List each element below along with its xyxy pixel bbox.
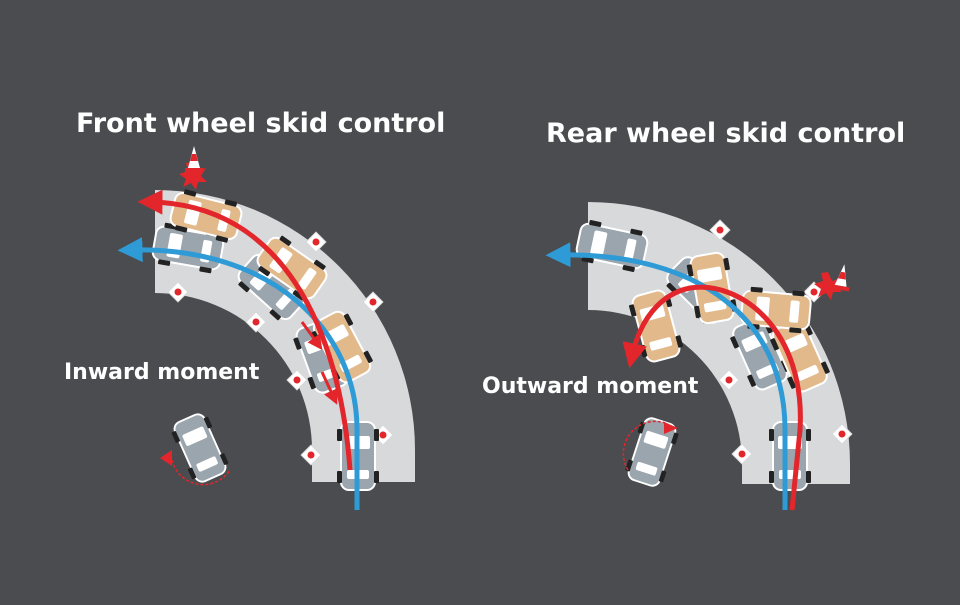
rear-wheel-title: Rear wheel skid control (546, 118, 906, 149)
left-blue-path (117, 237, 360, 510)
outward-moment-label: Outward moment (482, 374, 699, 399)
right-diagram (545, 202, 854, 511)
left-diagram (117, 146, 415, 510)
left-small-red-arrows (300, 321, 338, 405)
front-wheel-title: Front wheel skid control (76, 108, 446, 139)
right-cone (814, 262, 854, 300)
left-rotating-car (160, 409, 233, 487)
left-red-path (137, 189, 353, 471)
right-blue-path (545, 242, 788, 510)
right-rotating-car (622, 414, 682, 490)
left-cone (179, 146, 207, 190)
right-red-path (622, 284, 803, 511)
inward-moment-label: Inward moment (64, 360, 260, 385)
